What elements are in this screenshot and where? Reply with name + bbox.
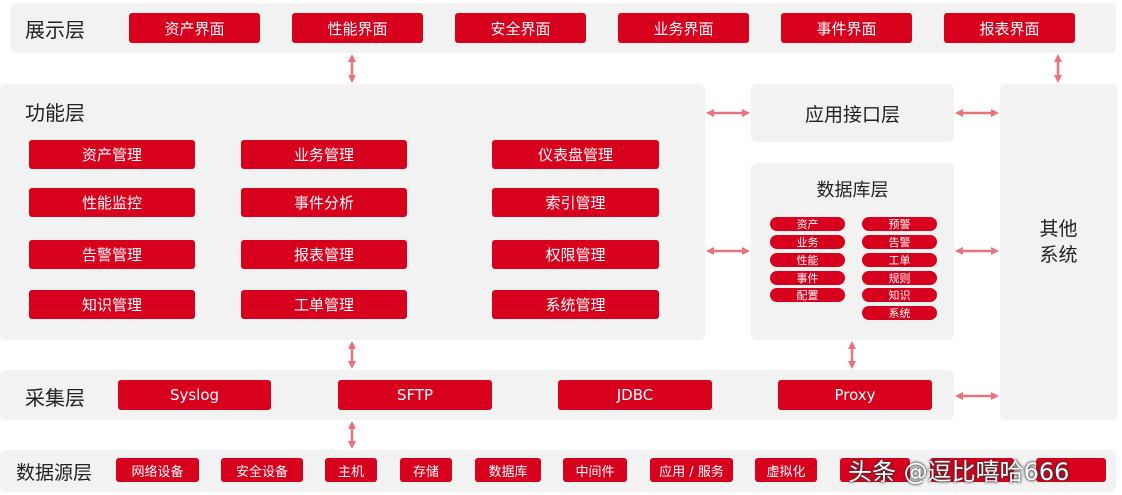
function-item-business-management[interactable]: 业务管理 (241, 140, 407, 169)
api-layer-panel (751, 84, 954, 142)
source-item-hidden-3[interactable] (1036, 458, 1106, 482)
function-item-performance-monitoring[interactable]: 性能监控 (29, 188, 195, 217)
data-source-layer-title: 数据源层 (16, 462, 93, 484)
function-item-report-management[interactable]: 报表管理 (241, 240, 407, 269)
collection-item-sftp[interactable]: SFTP (338, 380, 492, 410)
database-item-performance[interactable]: 性能 (770, 253, 845, 267)
database-item-warning[interactable]: 预警 (862, 217, 937, 231)
function-item-alarm-management[interactable]: 告警管理 (29, 240, 195, 269)
source-item-hidden-2[interactable] (930, 458, 1014, 482)
database-item-knowledge[interactable]: 知识 (862, 288, 937, 302)
database-item-rule[interactable]: 规则 (862, 271, 937, 285)
database-item-alarm[interactable]: 告警 (862, 235, 937, 249)
database-layer-title: 数据库层 (816, 180, 889, 201)
database-item-asset[interactable]: 资产 (770, 217, 845, 231)
source-item-app-service[interactable]: 应用 / 服务 (650, 458, 733, 482)
watermark-text: 头条 @逗比嘻哈666 (848, 458, 1070, 486)
function-item-asset-management[interactable]: 资产管理 (29, 140, 195, 169)
presentation-layer-title: 展示层 (25, 18, 85, 42)
database-item-event[interactable]: 事件 (770, 271, 845, 285)
source-item-host[interactable]: 主机 (325, 458, 377, 482)
database-item-system[interactable]: 系统 (862, 306, 937, 320)
other-systems-title-line1: 其他 (1039, 217, 1078, 240)
api-layer-title: 应用接口层 (804, 103, 900, 126)
function-item-knowledge-management[interactable]: 知识管理 (29, 290, 195, 319)
presentation-item-business-ui[interactable]: 业务界面 (618, 13, 749, 43)
function-item-dashboard-management[interactable]: 仪表盘管理 (492, 140, 659, 169)
function-item-index-management[interactable]: 索引管理 (492, 188, 659, 217)
presentation-item-security-ui[interactable]: 安全界面 (455, 13, 586, 43)
other-systems-title-line2: 系统 (1039, 243, 1078, 266)
source-item-security-device[interactable]: 安全设备 (221, 458, 303, 482)
function-item-system-management[interactable]: 系统管理 (492, 290, 659, 319)
source-item-database[interactable]: 数据库 (475, 458, 541, 482)
presentation-item-performance-ui[interactable]: 性能界面 (292, 13, 423, 43)
other-systems-panel (1000, 84, 1117, 420)
collection-item-jdbc[interactable]: JDBC (558, 380, 712, 410)
collection-item-syslog[interactable]: Syslog (118, 380, 271, 410)
function-item-event-analysis[interactable]: 事件分析 (241, 188, 407, 217)
source-item-middleware[interactable]: 中间件 (563, 458, 627, 482)
function-item-ticket-management[interactable]: 工单管理 (241, 290, 407, 319)
source-item-hidden-1[interactable] (840, 458, 910, 482)
database-item-config[interactable]: 配置 (770, 288, 845, 302)
source-item-network-device[interactable]: 网络设备 (116, 458, 199, 482)
collection-item-proxy[interactable]: Proxy (778, 380, 932, 410)
presentation-item-report-ui[interactable]: 报表界面 (944, 13, 1075, 43)
presentation-item-event-ui[interactable]: 事件界面 (781, 13, 912, 43)
database-item-ticket[interactable]: 工单 (862, 253, 937, 267)
source-item-storage[interactable]: 存储 (400, 458, 452, 482)
collection-layer-title: 采集层 (25, 386, 85, 410)
function-item-permission-management[interactable]: 权限管理 (492, 240, 659, 269)
database-item-business[interactable]: 业务 (770, 235, 845, 249)
source-item-virtualization[interactable]: 虚拟化 (755, 458, 817, 482)
function-layer-title: 功能层 (25, 101, 85, 125)
presentation-item-asset-ui[interactable]: 资产界面 (129, 13, 260, 43)
